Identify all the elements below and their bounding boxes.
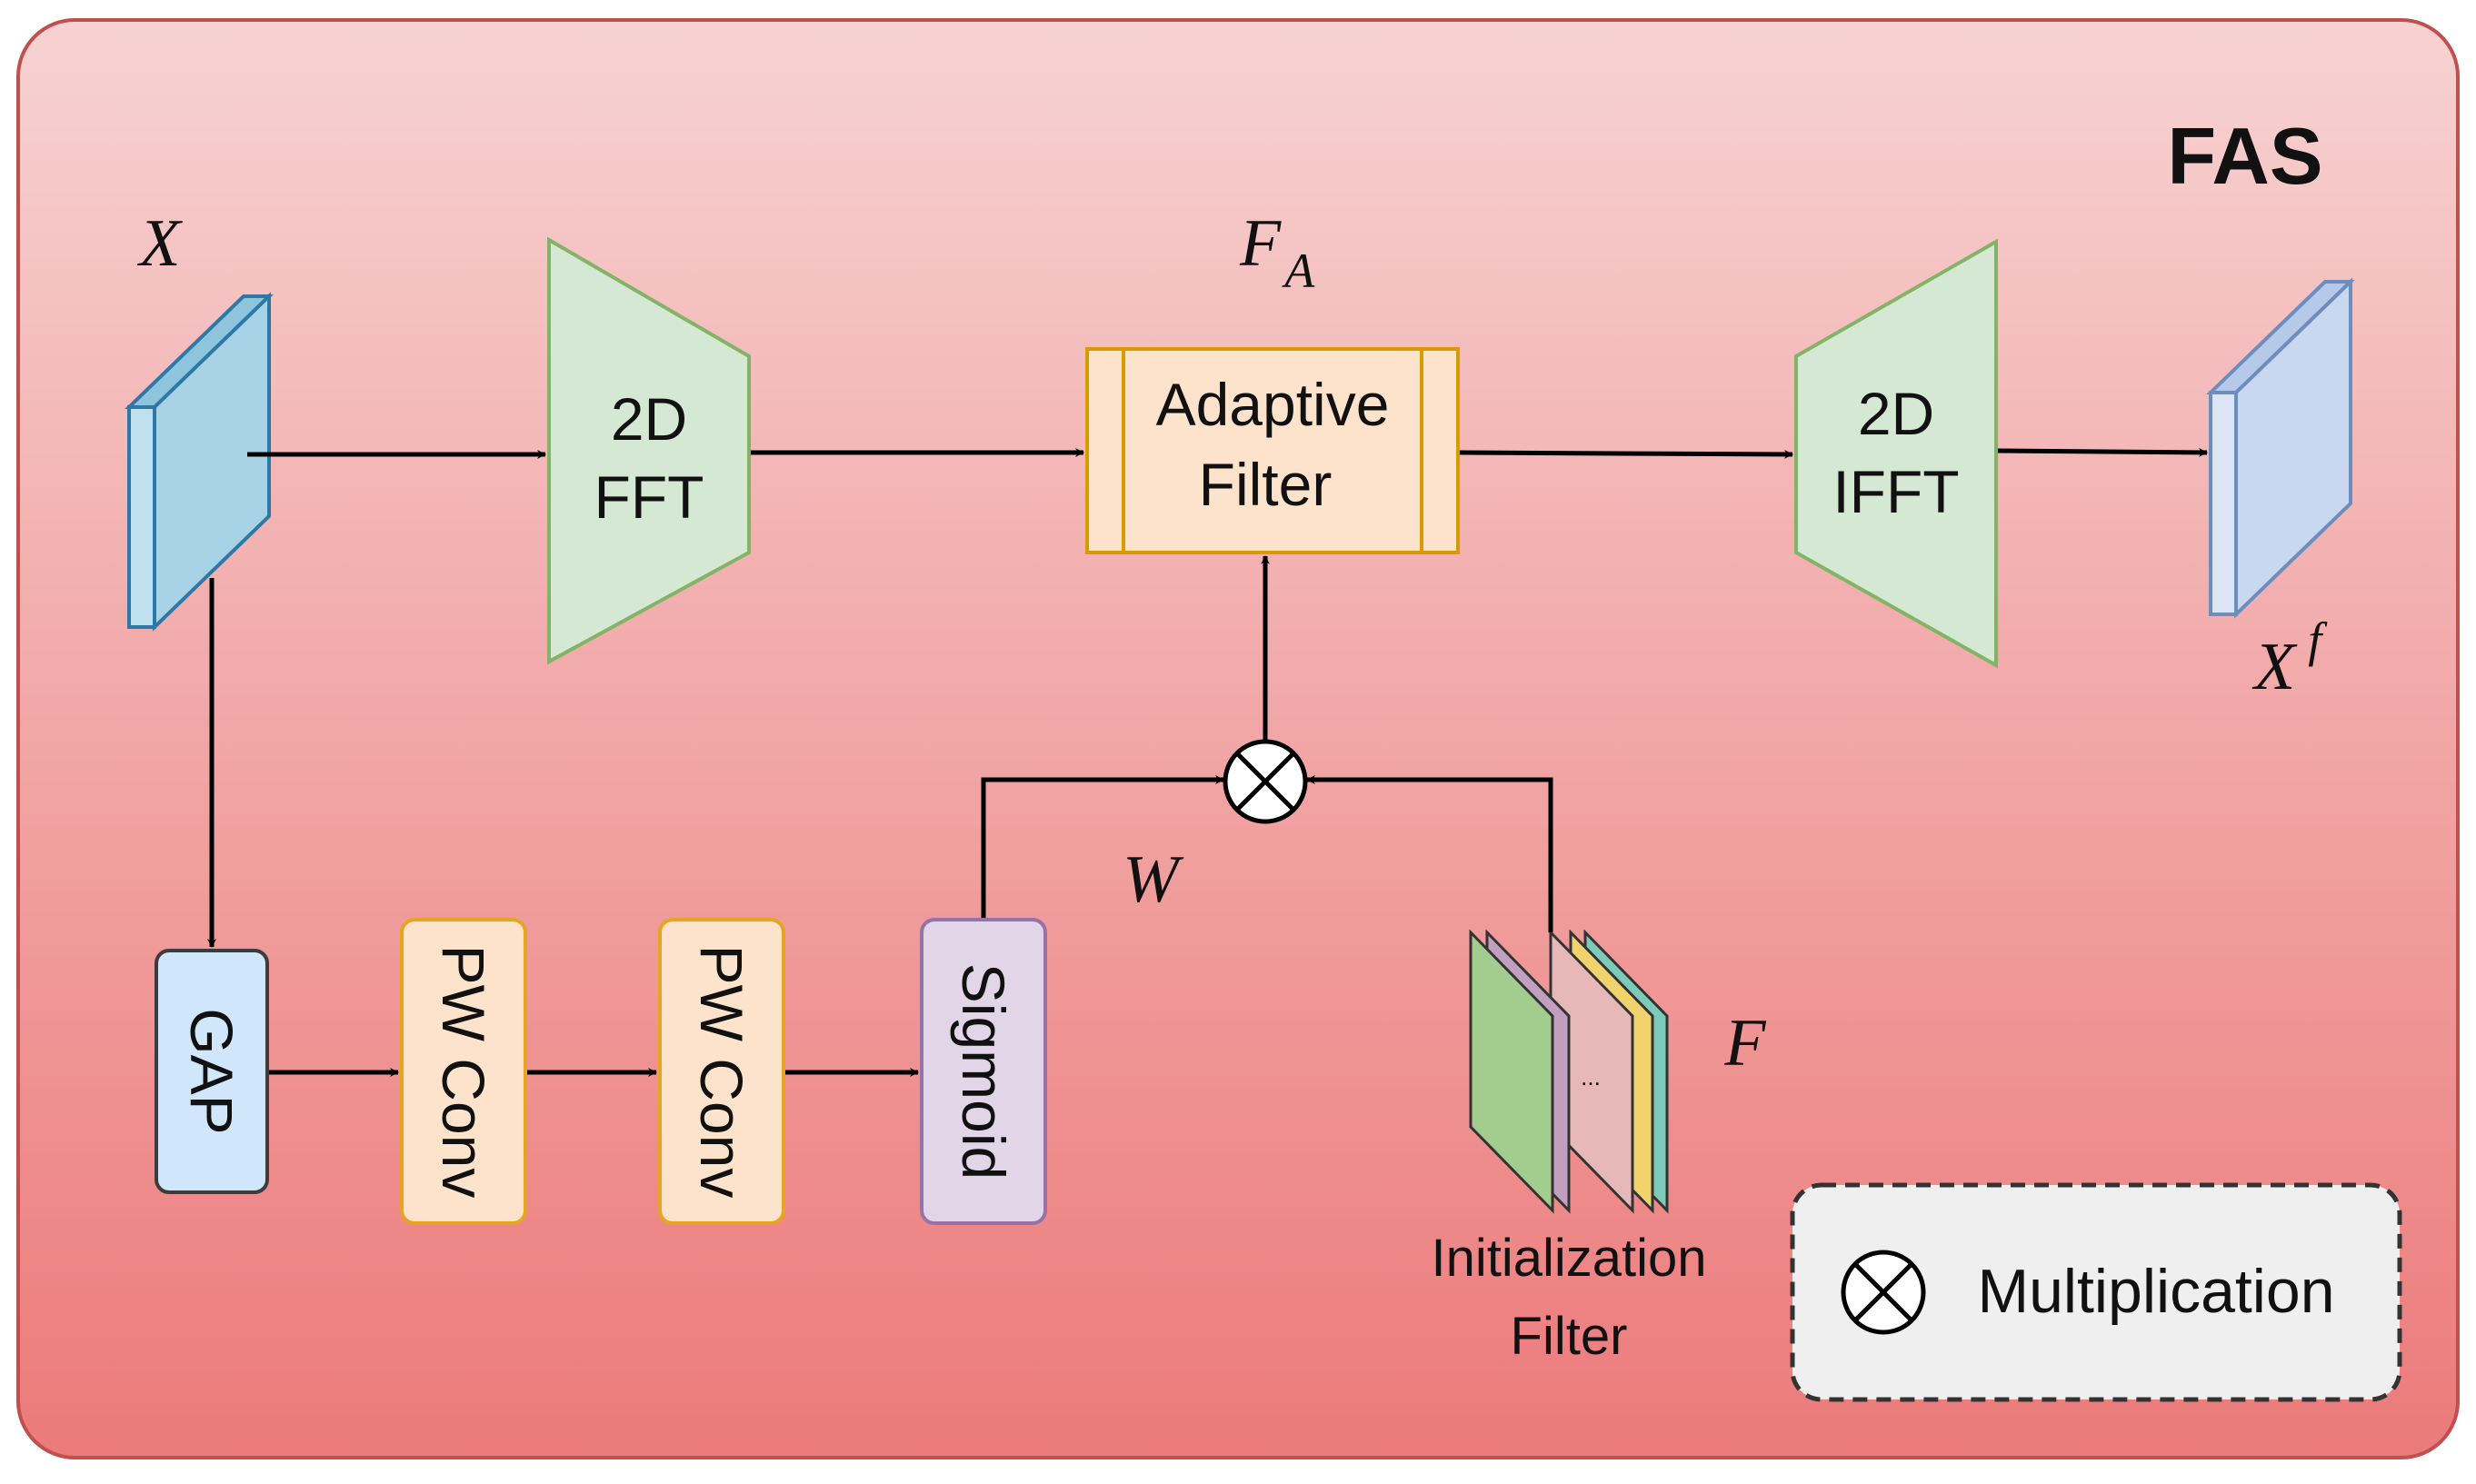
fft-block: [547, 236, 751, 665]
output-tensor: [2206, 277, 2355, 619]
arrow-filterbank-to-multiply: [1306, 775, 1553, 932]
pwconv1-block: [400, 918, 527, 1225]
adaptive-filter-label-line2: Filter: [1199, 451, 1333, 518]
pwconv2-block: [658, 918, 785, 1225]
input-tensor: [125, 292, 274, 632]
weight-label: W: [1123, 842, 1184, 917]
fft-label-line1: 2D: [611, 385, 687, 453]
adaptive-filter-symbol: FA: [1239, 206, 1315, 298]
ifft-label-line1: 2D: [1858, 380, 1934, 447]
filter-bank-ellipsis: ...: [1581, 1063, 1601, 1091]
input-label: X: [136, 206, 183, 281]
sigmoid-block: [920, 918, 1047, 1225]
initialization-filter-bank: [1469, 929, 1669, 1214]
ifft-label-line2: IFFT: [1832, 458, 1959, 525]
module-title: FAS: [2167, 111, 2322, 201]
sigmoid-label: Sigmoid: [950, 963, 1017, 1180]
filter-bank-caption-line2: Filter: [1511, 1307, 1628, 1366]
filter-bank-caption-line1: Initialization: [1431, 1229, 1706, 1288]
legend-label: Multiplication: [1977, 1257, 2334, 1326]
gap-block: [155, 949, 269, 1194]
ifft-block: [1794, 238, 1998, 669]
adaptive-filter-label-line1: Adaptive: [1156, 371, 1390, 438]
multiply-node: [1223, 739, 1308, 824]
legend-box: [1790, 1182, 2402, 1402]
pwconv2-label: PW Conv: [688, 945, 755, 1199]
fft-label-line2: FFT: [594, 463, 704, 531]
arrow-sigmoid-to-multiply: [981, 775, 1224, 918]
pwconv1-label: PW Conv: [430, 945, 497, 1199]
gap-label: GAP: [178, 1008, 245, 1134]
adaptive-filter-block: [1085, 347, 1460, 554]
filter-bank-label: F: [1723, 1006, 1766, 1081]
legend-multiply-icon: [1841, 1250, 1926, 1335]
arrow-adaptive-to-ifft: [1459, 449, 1793, 459]
arrow-ifft-to-output: [1997, 447, 2208, 457]
